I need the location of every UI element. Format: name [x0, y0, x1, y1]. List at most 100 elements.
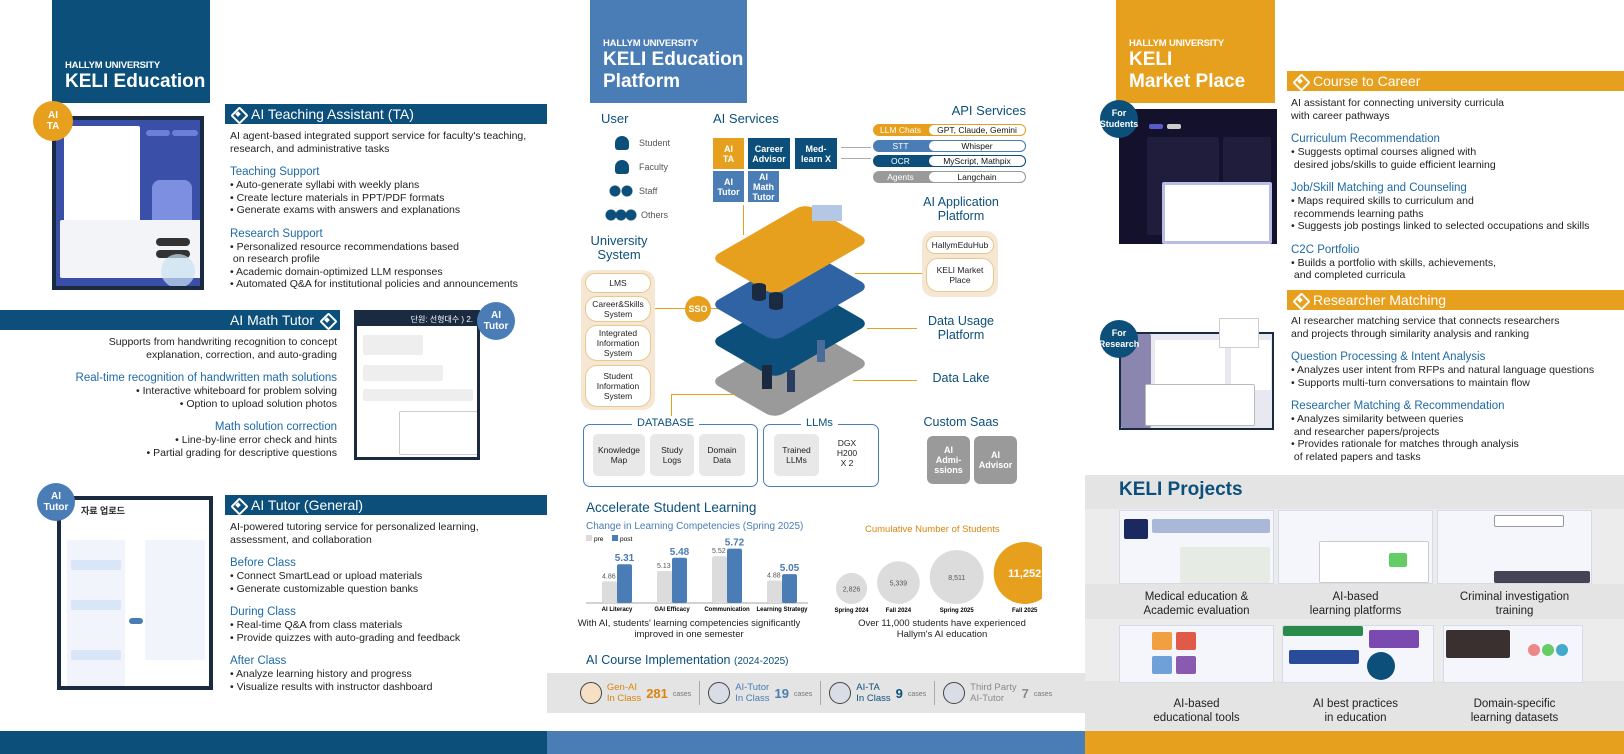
tutor-desc-2: assessment, and collaboration: [230, 533, 372, 546]
api-key: Agents: [887, 171, 914, 182]
ta-desc-2: research, and administrative tasks: [230, 142, 390, 155]
impl-unit: cases: [907, 691, 927, 698]
accelerate-title: Accelerate Student Learning: [586, 500, 757, 515]
saas-ai-admissions[interactable]: AI Admi- ssions: [927, 436, 970, 484]
saas-ai-advisor[interactable]: AI Advisor: [974, 436, 1017, 484]
service-ai-math-tutor[interactable]: AI Math Tutor: [748, 171, 779, 202]
project-thumb-datasets[interactable]: [1443, 625, 1583, 683]
university-name: HALLYM UNIVERSITY: [1129, 38, 1224, 49]
project-thumb-criminal[interactable]: [1437, 510, 1592, 584]
data-label-pre: 5.13: [657, 563, 671, 570]
trained-llms[interactable]: Trained LLMs: [774, 434, 819, 476]
diamond-icon: [1293, 293, 1307, 307]
others-icon: [605, 208, 637, 222]
api-value: MyScript, Mathpix: [928, 155, 1026, 167]
list-item: • Partial grading for descriptive questi…: [146, 446, 337, 459]
project-thumb-medical[interactable]: [1119, 510, 1274, 584]
api-key: OCR: [891, 156, 910, 166]
c2c-heading-curriculum: Curriculum Recommendation: [1291, 133, 1440, 145]
list-item: • Visualize results with instructor dash…: [230, 680, 433, 693]
math-heading-correction: Math solution correction: [214, 421, 337, 433]
impl-unit: cases: [1033, 691, 1053, 698]
system-student-info[interactable]: Student Information System: [585, 365, 651, 407]
arrow-right: [841, 147, 871, 148]
ai-ta-badge: AI TA: [33, 101, 73, 141]
bubble-value: 8,511: [948, 575, 965, 582]
api-value: Whisper: [928, 139, 1026, 152]
ai-services-title: AI Services: [713, 111, 779, 126]
c2c-desc-2: with career pathways: [1291, 109, 1390, 122]
researcher-desc-2: and projects through similarity analysis…: [1291, 327, 1530, 340]
diamond-icon: [320, 313, 334, 327]
c2c-section-header: Course to Career: [1287, 71, 1624, 91]
cloud-ai-icon: [579, 682, 602, 704]
bubble-label: Spring 2024: [835, 608, 870, 614]
db-study-logs[interactable]: Study Logs: [650, 434, 694, 476]
project-thumb-edu-tools[interactable]: [1119, 625, 1274, 683]
list-item: • Real-time Q&A from class materials: [230, 619, 403, 631]
database-icon: [752, 283, 766, 301]
list-item: • Generate exams with answers and explan…: [230, 204, 461, 216]
ta-screenshot: [52, 116, 204, 290]
service-career-advisor[interactable]: Career Advisor: [748, 138, 790, 169]
university-name: HALLYM UNIVERSITY: [603, 38, 698, 49]
legend-swatch-pre: [586, 535, 592, 541]
ai-tutor-badge: AI Tutor: [477, 302, 515, 340]
api-row: OCR MyScript, Mathpix: [873, 155, 1026, 167]
panel-title-line2: Platform: [603, 71, 681, 92]
service-ai-tutor[interactable]: AI Tutor: [713, 171, 744, 202]
system-lms[interactable]: LMS: [585, 273, 651, 293]
accelerate-caption: With AI, students' learning competencies…: [577, 618, 801, 640]
impl-label-1: Third Party: [970, 682, 1017, 693]
project-label-medical: Medical education & Academic evaluation: [1143, 591, 1250, 617]
service-ai-ta[interactable]: AI TA: [713, 138, 744, 169]
right-header: HALLYM UNIVERSITY KELI Market Place: [1116, 0, 1275, 103]
impl-count: 7: [1021, 685, 1029, 701]
user-item: Others: [605, 203, 695, 227]
api-value: GPT, Claude, Gemini: [928, 124, 1026, 136]
panel-title-line1: KELI Education: [603, 49, 744, 70]
panel-title: KELI Education: [65, 71, 206, 92]
bar-pre: [602, 581, 617, 603]
system-integrated-info[interactable]: Integrated Information System: [585, 325, 651, 361]
bar-post: [782, 574, 797, 603]
university-name: HALLYM UNIVERSITY: [65, 60, 160, 71]
list-item: • Generate customizable question banks: [230, 582, 419, 595]
db-domain-data[interactable]: Domain Data: [699, 434, 745, 476]
db-knowledge-map[interactable]: Knowledge Map: [593, 434, 645, 476]
tutor-desc-1: AI-powered tutoring service for personal…: [230, 521, 479, 533]
list-item: • Interactive whiteboard for problem sol…: [136, 385, 337, 397]
data-usage-title: Data Usage Platform: [927, 314, 994, 342]
panel-title-line1: KELI: [1129, 49, 1173, 70]
bubble-label: Fall 2024: [886, 608, 912, 614]
project-label-datasets: Domain-specific learning datasets: [1470, 698, 1559, 724]
data-label-post: 5.48: [670, 547, 690, 558]
project-thumb-learning-platforms[interactable]: [1278, 510, 1433, 584]
panel-title-line2: Market Place: [1129, 71, 1246, 92]
network-people-icon: [943, 682, 966, 704]
c2c-desc-1: AI assistant for connecting university c…: [1291, 97, 1505, 109]
app-hallymeduhub[interactable]: HallymEduHub: [926, 236, 994, 254]
api-value: Langchain: [928, 170, 1026, 183]
robot-tablet-icon: [708, 682, 731, 704]
system-career-skills[interactable]: Career&Skills System: [585, 296, 651, 322]
api-key: LLM Chats: [879, 125, 922, 135]
user-item: Faculty: [615, 155, 695, 179]
app-keli-marketplace[interactable]: KELI Market Place: [926, 258, 994, 292]
project-thumb-best-practices[interactable]: [1282, 625, 1434, 683]
impl-count: 19: [774, 685, 789, 701]
right-footer-bar: [1085, 731, 1624, 754]
api-services-title: API Services: [951, 103, 1026, 118]
ta-section-header: AI Teaching Assistant (TA): [225, 104, 547, 124]
legend-swatch-post: [612, 535, 618, 541]
impl-unit: cases: [793, 691, 813, 698]
service-medlearn-x[interactable]: Med- learn X: [795, 138, 837, 169]
impl-label-2: In Class: [856, 693, 891, 704]
researcher-section-header: Researcher Matching: [1287, 290, 1624, 310]
category-label: Learning Strategy: [756, 607, 808, 613]
ta-title: AI Teaching Assistant (TA): [251, 106, 414, 122]
robot-chat-icon: [829, 682, 852, 704]
